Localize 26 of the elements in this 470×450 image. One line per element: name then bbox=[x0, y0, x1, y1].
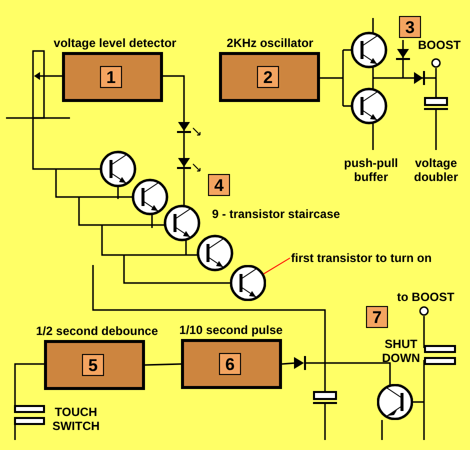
wire bbox=[282, 362, 294, 365]
block-title: 1/10 second pulse bbox=[178, 323, 284, 337]
leader-line bbox=[263, 258, 290, 274]
callout-number: 3 bbox=[399, 16, 421, 38]
callout-number: 4 bbox=[208, 174, 230, 196]
callout-number: 1 bbox=[100, 66, 122, 88]
block-title: 1/2 second debounce bbox=[36, 324, 156, 338]
block-title: 2KHz oscillator bbox=[226, 36, 314, 50]
callout-number: 5 bbox=[82, 354, 104, 376]
label-text: TOUCH SWITCH bbox=[52, 405, 100, 433]
callout-number: 2 bbox=[257, 66, 279, 88]
block-title: voltage level detector bbox=[52, 36, 178, 50]
transistor-symbol bbox=[377, 384, 413, 420]
label-text: SHUT DOWN bbox=[381, 337, 421, 365]
wire bbox=[306, 362, 391, 385]
label-text: to BOOST bbox=[397, 290, 454, 304]
wire bbox=[144, 363, 182, 366]
annotation-text: first transistor to turn on bbox=[291, 251, 432, 265]
label-text: voltage doubler bbox=[413, 156, 459, 184]
label-text: 9 - transistor staircase bbox=[212, 207, 340, 221]
diode-symbol bbox=[293, 356, 307, 370]
transistor-symbol bbox=[230, 265, 266, 301]
callout-number: 6 bbox=[219, 353, 241, 375]
callout-number: 7 bbox=[366, 306, 388, 328]
label-text: BOOST bbox=[418, 38, 461, 52]
label-text: push-pull buffer bbox=[343, 156, 399, 184]
